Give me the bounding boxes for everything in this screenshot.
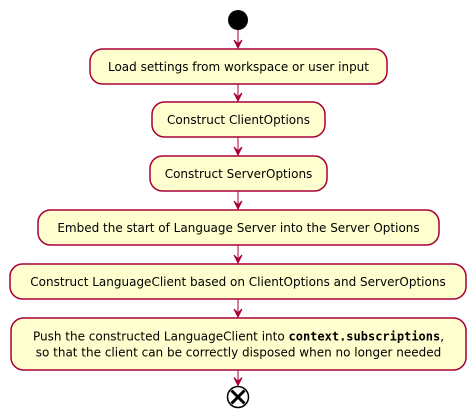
- activity-label-code: context.subscriptions: [289, 330, 441, 344]
- end-node: [226, 385, 250, 409]
- activity-label-line: Embed the start of Language Server into …: [57, 221, 419, 235]
- activity-label-text: Construct ClientOptions: [167, 113, 310, 127]
- flow-arrow: [233, 245, 243, 265]
- activity-label-line: Load settings from workspace or user inp…: [108, 60, 369, 74]
- flow-arrow: [233, 191, 243, 211]
- activity-label-text: Push the constructed LanguageClient into: [33, 330, 289, 344]
- start-node: [228, 10, 248, 30]
- activity-nodes: Load settings from workspace or user inp…: [9, 48, 467, 371]
- activity-label-line: Construct ClientOptions: [167, 113, 310, 127]
- activity-box: [10, 317, 467, 371]
- activity-box: [37, 209, 440, 246]
- activity-box: [149, 155, 328, 192]
- flow-arrow: [233, 137, 243, 157]
- activity-load-settings: Load settings from workspace or user inp…: [89, 48, 388, 85]
- activity-box: [89, 48, 388, 85]
- activity-box: [9, 263, 467, 300]
- activity-label-text: Load settings from workspace or user inp…: [108, 60, 369, 74]
- activity-label-line: Construct LanguageClient based on Client…: [30, 275, 445, 289]
- flow-arrow: [233, 30, 243, 50]
- activity-construct-language-client: Construct LanguageClient based on Client…: [9, 263, 467, 300]
- activity-label-text: Embed the start of Language Server into …: [57, 221, 419, 235]
- activity-push-subscriptions: Push the constructed LanguageClient into…: [10, 317, 467, 371]
- activity-label-line: Push the constructed LanguageClient into…: [33, 330, 444, 344]
- flow-arrow: [233, 299, 243, 319]
- activity-box: [151, 101, 326, 138]
- activity-construct-client-options: Construct ClientOptions: [151, 101, 326, 138]
- flow-arrow: [233, 370, 243, 387]
- activity-label-line: so that the client can be correctly disp…: [36, 346, 442, 360]
- activity-embed-language-server: Embed the start of Language Server into …: [37, 209, 440, 246]
- activity-label-text: Construct LanguageClient based on Client…: [30, 275, 445, 289]
- activity-label-line: Construct ServerOptions: [165, 167, 313, 181]
- flow-arrow: [233, 84, 243, 103]
- activity-construct-server-options: Construct ServerOptions: [149, 155, 328, 192]
- activity-label-text: ,: [440, 330, 444, 344]
- activity-label-text: so that the client can be correctly disp…: [36, 346, 442, 360]
- flow-arrows: [233, 30, 243, 387]
- activity-label-text: Construct ServerOptions: [165, 167, 313, 181]
